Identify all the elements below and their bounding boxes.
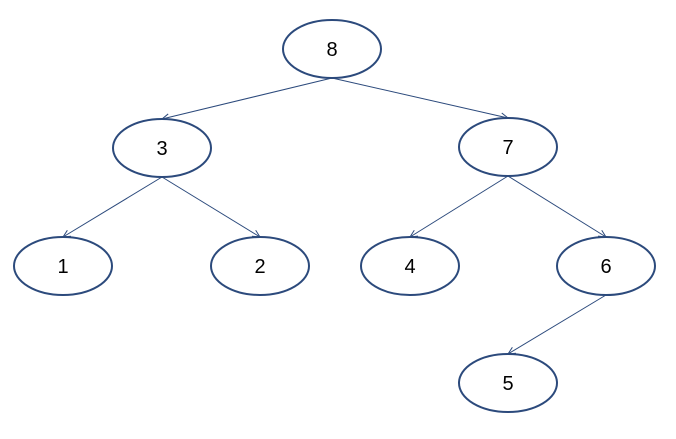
node-label: 7 <box>502 137 513 159</box>
arrowhead-icon <box>507 347 517 355</box>
arrowhead-icon <box>62 230 72 238</box>
node-ellipse <box>112 118 212 178</box>
node-label: 5 <box>502 373 513 395</box>
edge-8-to-3 <box>160 77 333 122</box>
edge-line <box>161 176 261 238</box>
node-label: 3 <box>156 138 167 160</box>
edge-line <box>161 77 333 120</box>
node-ellipse <box>556 236 656 296</box>
edge-line <box>507 175 607 238</box>
node-ellipse <box>282 19 382 79</box>
edge-line <box>409 175 509 238</box>
edge-8-to-7 <box>331 77 510 121</box>
edge-3-to-1 <box>62 176 163 238</box>
node-ellipse <box>360 236 460 296</box>
node-ellipse <box>458 117 558 177</box>
node-ellipse <box>458 353 558 413</box>
tree-node-5: 5 <box>458 353 558 413</box>
arrowhead-icon <box>597 229 607 238</box>
tree-node-8: 8 <box>282 19 382 79</box>
node-ellipse <box>13 236 113 296</box>
arrowhead-icon <box>251 230 261 238</box>
tree-node-2: 2 <box>210 236 310 296</box>
node-label: 2 <box>254 256 265 278</box>
node-label: 6 <box>600 256 611 278</box>
tree-node-4: 4 <box>360 236 460 296</box>
node-label: 8 <box>326 39 337 61</box>
arrowhead-icon <box>409 229 419 238</box>
edge-line <box>507 294 607 355</box>
node-label: 1 <box>57 256 68 278</box>
edge-line <box>62 176 163 238</box>
tree-nodes: 8 3 7 1 2 4 6 5 <box>13 19 656 413</box>
edge-6-to-5 <box>507 294 607 355</box>
edge-3-to-2 <box>161 176 261 238</box>
node-label: 4 <box>404 256 415 278</box>
tree-node-6: 6 <box>556 236 656 296</box>
edge-7-to-4 <box>409 175 509 238</box>
tree-node-7: 7 <box>458 117 558 177</box>
edge-7-to-6 <box>507 175 607 238</box>
tree-node-3: 3 <box>112 118 212 178</box>
edge-line <box>331 77 509 119</box>
tree-node-1: 1 <box>13 236 113 296</box>
node-ellipse <box>210 236 310 296</box>
